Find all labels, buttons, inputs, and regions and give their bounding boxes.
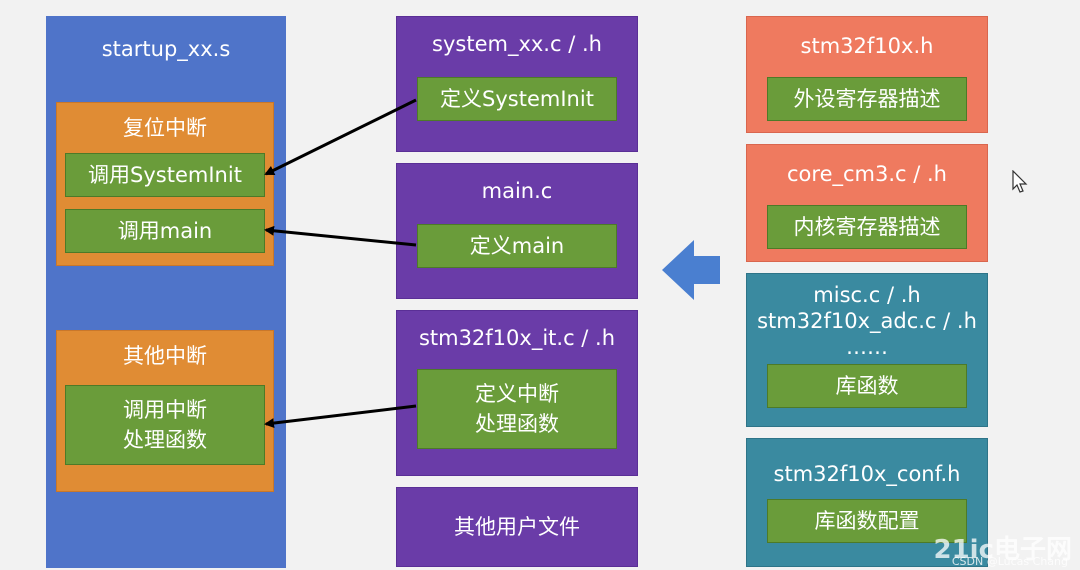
library-files-title: misc.c / .h stm32f10x_adc.c / .h …… — [757, 283, 977, 359]
user-files-title: 其他用户文件 — [454, 515, 580, 539]
call-main-box: 调用main — [65, 209, 265, 253]
reset-interrupt-group: 复位中断 调用SystemInit 调用main — [56, 102, 274, 266]
it-file-title: stm32f10x_it.c / .h — [418, 326, 616, 350]
startup-title: startup_xx.s — [101, 37, 231, 61]
system-file-panel: system_xx.c / .h 定义SystemInit — [396, 16, 638, 152]
arrow-systeminit — [264, 98, 417, 176]
user-files-panel: 其他用户文件 — [396, 487, 638, 567]
call-systeminit-box: 调用SystemInit — [65, 153, 265, 197]
define-handler-box: 定义中断 处理函数 — [417, 369, 617, 449]
core-cm3-panel: core_cm3.c / .h 内核寄存器描述 — [746, 144, 988, 262]
library-files-panel: misc.c / .h stm32f10x_adc.c / .h …… 库函数 — [746, 273, 988, 427]
define-main-box: 定义main — [417, 224, 617, 268]
main-file-title: main.c — [481, 179, 553, 203]
arrow-handler — [264, 404, 417, 429]
peripheral-register-box: 外设寄存器描述 — [767, 77, 967, 121]
core-cm3-title: core_cm3.c / .h — [787, 162, 947, 186]
core-register-box: 内核寄存器描述 — [767, 205, 967, 249]
startup-file-panel: startup_xx.s 复位中断 调用SystemInit 调用main 其他… — [46, 16, 286, 568]
arrow-main — [264, 225, 417, 247]
main-file-panel: main.c 定义main — [396, 163, 638, 299]
conf-file-title: stm32f10x_conf.h — [773, 462, 961, 486]
other-interrupt-title: 其他中断 — [123, 344, 207, 368]
library-functions-box: 库函数 — [767, 364, 967, 408]
credit-watermark: CSDN @Lucas Chang — [951, 555, 1068, 568]
site-logo-watermark: 21ic电子网 — [933, 535, 1072, 565]
reset-interrupt-title: 复位中断 — [123, 116, 207, 140]
define-systeminit-box: 定义SystemInit — [417, 77, 617, 121]
conf-file-panel: stm32f10x_conf.h 库函数配置 — [746, 438, 988, 567]
stm32f10x-h-title: stm32f10x.h — [800, 34, 934, 58]
library-config-box: 库函数配置 — [767, 499, 967, 543]
it-file-panel: stm32f10x_it.c / .h 定义中断 处理函数 — [396, 310, 638, 476]
big-left-arrow-icon — [662, 240, 720, 300]
system-file-title: system_xx.c / .h — [432, 32, 602, 56]
mouse-cursor-icon — [1012, 170, 1028, 193]
stm32f10x-h-panel: stm32f10x.h 外设寄存器描述 — [746, 16, 988, 133]
